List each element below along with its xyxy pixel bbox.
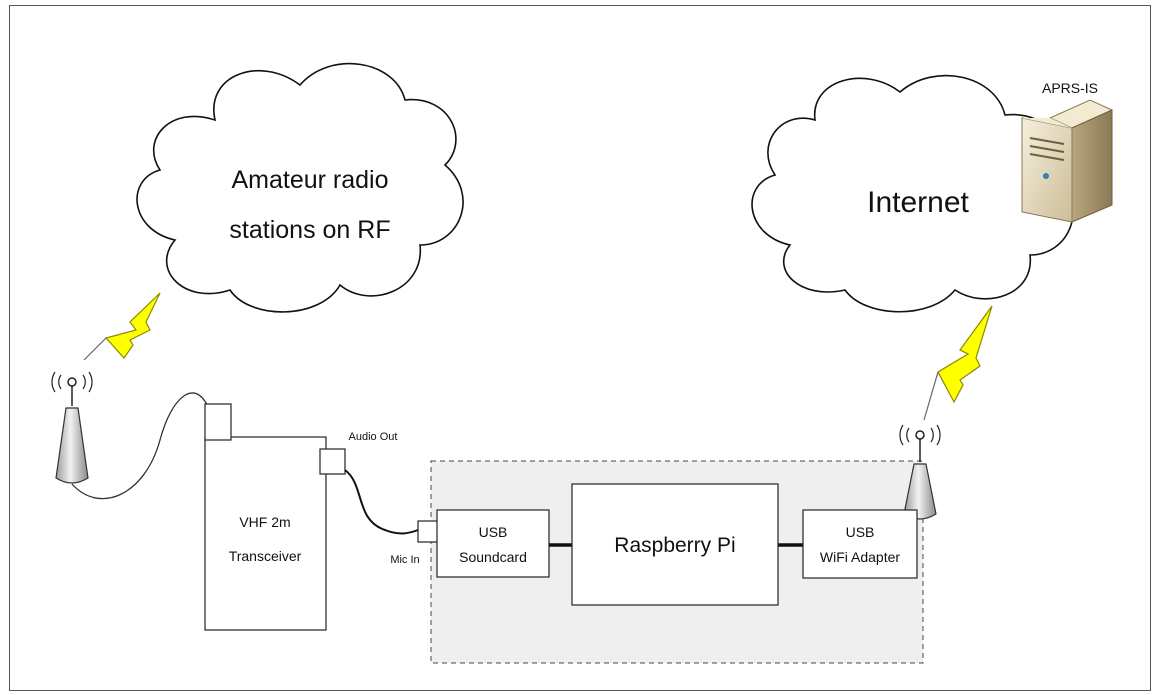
internet-cloud-label: Internet: [867, 186, 969, 219]
diagram-frame: [9, 5, 1151, 691]
rf-cloud-line2: stations on RF: [229, 216, 390, 244]
transceiver-box: [204, 436, 327, 631]
antenna-cable: [71, 392, 208, 500]
raspberry-pi-box: [571, 483, 779, 606]
server-icon: [1021, 99, 1114, 223]
usb-wifi-adapter-box: [802, 509, 918, 579]
transceiver-line2: Transceiver: [229, 548, 302, 564]
rf-cloud-line1: Amateur radio: [231, 166, 388, 194]
internet-cloud: [751, 74, 1074, 313]
transceiver-line1: VHF 2m: [239, 514, 290, 530]
mic-in-port: [417, 520, 440, 543]
wifi-line1: USB: [846, 524, 875, 540]
audio-cable: [344, 469, 419, 535]
soundcard-line2: Soundcard: [459, 549, 527, 565]
lightning-icon-rf: [104, 292, 161, 359]
audio-out-label: Audio Out: [349, 431, 398, 443]
antenna-icon-right: [899, 424, 941, 520]
mic-in-label: Mic In: [390, 554, 419, 566]
antenna-icon-left: [51, 371, 93, 484]
audio-out-port: [319, 448, 346, 475]
antenna-connector: [204, 403, 232, 441]
soundcard-line1: USB: [479, 524, 508, 540]
raspberry-pi-label: Raspberry Pi: [614, 534, 735, 557]
lightning-icon-internet: [937, 305, 993, 404]
rf-cloud: [136, 62, 464, 313]
wifi-line2: WiFi Adapter: [820, 549, 900, 565]
usb-soundcard-box: [436, 509, 550, 578]
server-label: APRS-IS: [1042, 80, 1098, 96]
